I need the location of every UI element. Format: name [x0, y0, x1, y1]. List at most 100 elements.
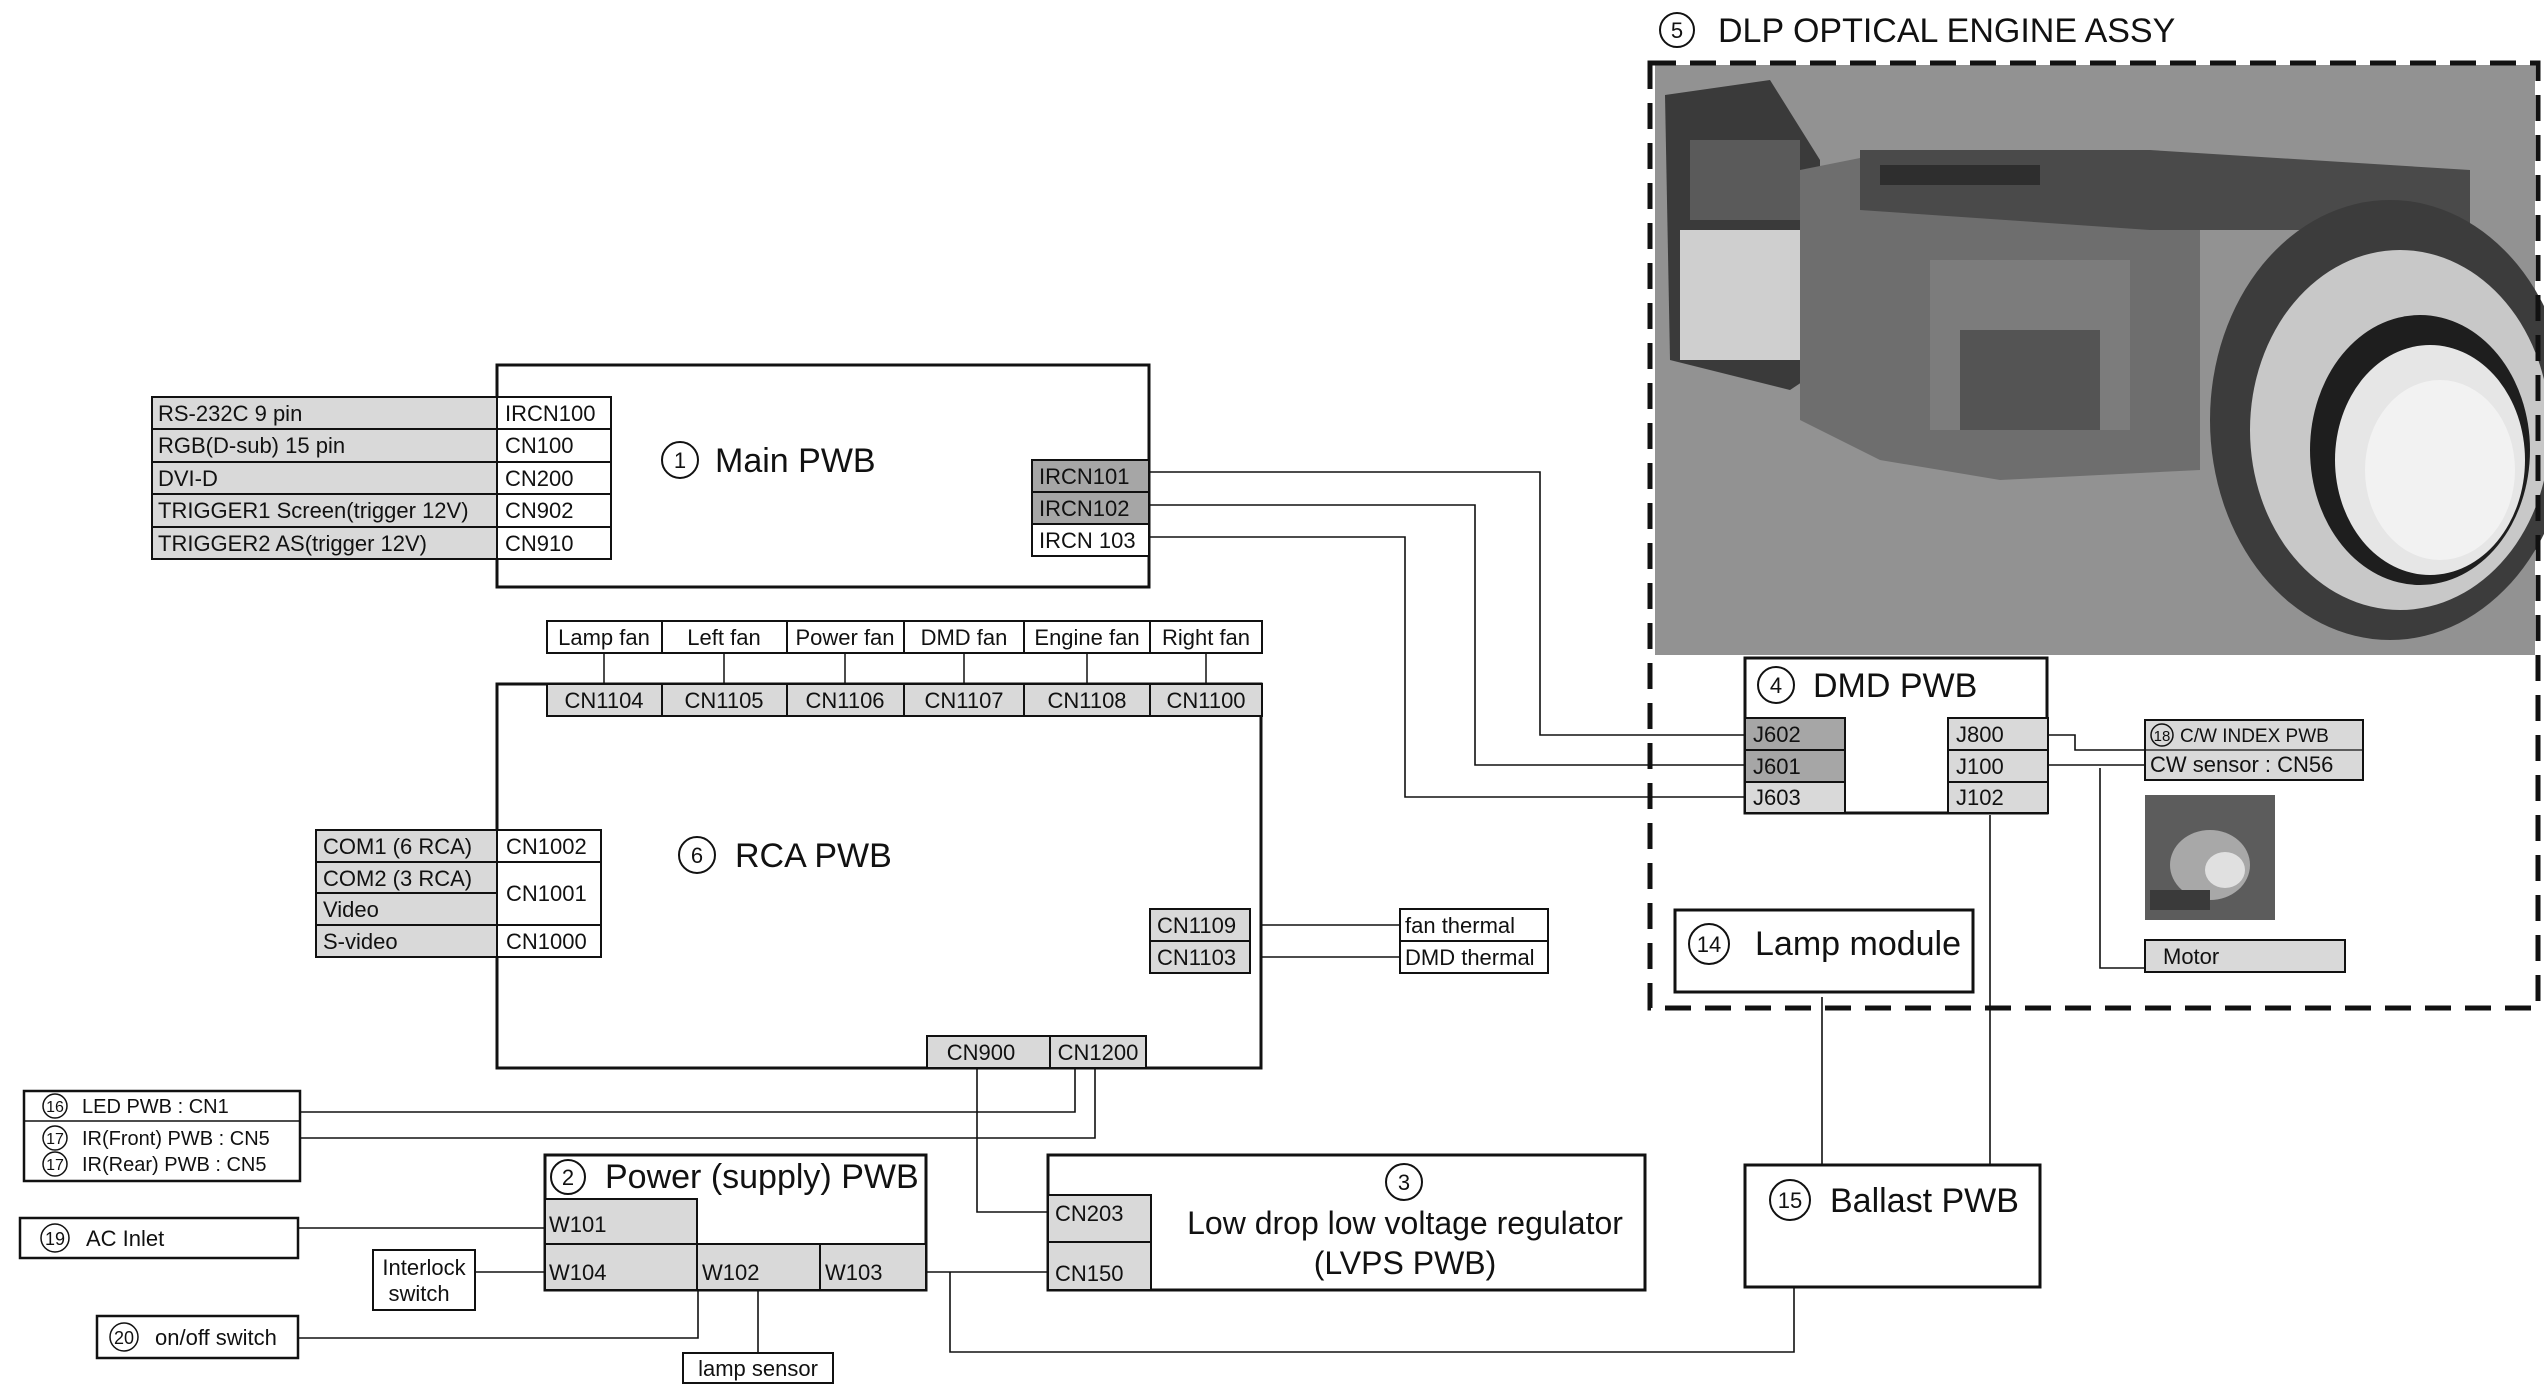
- onoff-label: on/off switch: [155, 1325, 277, 1350]
- ir-rear-label: IR(Rear) PWB : CN5: [82, 1154, 266, 1176]
- connector-label: CN1103: [1157, 945, 1236, 970]
- ballast-title: Ballast PWB: [1830, 1182, 2019, 1220]
- rca-pwb: 6 RCA PWB Lamp fan Left fan Power fan DM…: [316, 621, 1548, 1068]
- led-label: LED PWB : CN1: [82, 1096, 229, 1118]
- fan-label: Left fan: [687, 625, 760, 650]
- ir-front-label: IR(Front) PWB : CN5: [82, 1128, 270, 1150]
- main-pwb-right-cons: IRCN101 IRCN102 IRCN 103: [1032, 460, 1149, 556]
- lvps-pwb: CN203 CN150 3 Low drop low voltage regul…: [1048, 1155, 1645, 1290]
- interlock-line2: switch: [388, 1281, 449, 1306]
- fan-connectors: CN1104 CN1105 CN1106 CN1107 CN1108 CN110…: [547, 684, 1262, 716]
- main-pwb: 1 Main PWB RS-232C 9 pin RGB(D-sub) 15 p…: [152, 365, 1149, 587]
- connector-label: CN150: [1055, 1261, 1123, 1286]
- power-pwb-title: Power (supply) PWB: [605, 1158, 919, 1196]
- thermal-label: fan thermal: [1405, 913, 1515, 938]
- ir-front-num: 17: [46, 1131, 64, 1148]
- connector-label: CN1106: [805, 688, 884, 713]
- fan-label: Power fan: [795, 625, 894, 650]
- motor-label: Motor: [2163, 944, 2219, 969]
- lamp-sensor: lamp sensor: [683, 1353, 833, 1383]
- port-label: TRIGGER2 AS(trigger 12V): [158, 531, 427, 556]
- cw-line1: C/W INDEX PWB: [2180, 726, 2329, 747]
- connector-label: CN100: [505, 433, 573, 458]
- port-label: TRIGGER1 Screen(trigger 12V): [158, 498, 469, 523]
- ac-inlet-label: AC Inlet: [86, 1226, 164, 1251]
- connector-label: CN1104: [564, 688, 643, 713]
- rca-right-cons: CN1109 CN1103 fan thermal DMD thermal: [1150, 909, 1548, 973]
- rca-left-ports: COM1 (6 RCA) COM2 (3 RCA) Video S-video …: [316, 830, 601, 957]
- connector-label: IRCN101: [1039, 464, 1129, 489]
- lvps-line2: (LVPS PWB): [1314, 1245, 1497, 1281]
- ir-rear-num: 17: [46, 1157, 64, 1174]
- rca-pwb-box: [497, 684, 1261, 1068]
- port-label: DVI-D: [158, 466, 218, 491]
- thermal-label: DMD thermal: [1405, 945, 1535, 970]
- main-pwb-num: 1: [674, 448, 686, 473]
- cw-index-pwb: 18 C/W INDEX PWB CW sensor : CN56: [2145, 720, 2363, 780]
- engine-title: 5 DLP OPTICAL ENGINE ASSY: [1660, 12, 2175, 50]
- port-label: COM2 (3 RCA): [323, 866, 472, 891]
- connector-label: CN200: [505, 466, 573, 491]
- connector-label: CN900: [947, 1040, 1015, 1065]
- ac-inlet-num: 19: [45, 1229, 65, 1249]
- lvps-num: 3: [1398, 1170, 1410, 1195]
- ac-inlet: 19 AC Inlet: [20, 1218, 298, 1258]
- power-pwb: 2 Power (supply) PWB W101 W104 W102 W103: [545, 1155, 926, 1290]
- fan-label: DMD fan: [921, 625, 1008, 650]
- lamp-module-title: Lamp module: [1755, 925, 1961, 963]
- dmd-pwb: 4 DMD PWB J602 J601 J603 J800 J100 J102: [1745, 658, 2048, 813]
- port-label: RS-232C 9 pin: [158, 401, 302, 426]
- connector-label: J602: [1753, 722, 1801, 747]
- connector-label: J102: [1956, 785, 2004, 810]
- connector-label: W102: [702, 1260, 759, 1285]
- rca-pwb-num: 6: [691, 843, 703, 868]
- connector-label: CN1107: [924, 688, 1003, 713]
- connector-label: CN203: [1055, 1201, 1123, 1226]
- onoff-switch: 20 on/off switch: [97, 1316, 298, 1358]
- ballast-num: 15: [1778, 1188, 1802, 1213]
- lamp-module: 14 Lamp module: [1675, 910, 1973, 992]
- port-label: COM1 (6 RCA): [323, 834, 472, 859]
- connector-label: J100: [1956, 754, 2004, 779]
- led-ir-box: 16 17 17 LED PWB : CN1 IR(Front) PWB : C…: [24, 1091, 300, 1181]
- connector-label: CN902: [505, 498, 573, 523]
- lamp-sensor-label: lamp sensor: [698, 1356, 818, 1381]
- port-label: RGB(D-sub) 15 pin: [158, 433, 345, 458]
- connector-label: CN1001: [506, 881, 587, 906]
- connector-label: CN1000: [506, 929, 587, 954]
- connector-label: J603: [1753, 785, 1801, 810]
- connector-label: W103: [825, 1260, 882, 1285]
- led-num: 16: [46, 1099, 64, 1116]
- ballast-pwb: 15 Ballast PWB: [1745, 1165, 2040, 1287]
- connector-label: W101: [549, 1212, 606, 1237]
- connector-label: CN1105: [684, 688, 763, 713]
- engine-num: 5: [1671, 18, 1683, 43]
- connector-label: IRCN100: [505, 401, 595, 426]
- connector-label: CN1002: [506, 834, 587, 859]
- connector-label: IRCN102: [1039, 496, 1129, 521]
- connector-label: CN1108: [1047, 688, 1126, 713]
- rca-bottom-cons: CN900 CN1200: [927, 1036, 1146, 1068]
- connector-label: CN1200: [1058, 1040, 1139, 1065]
- dmd-num: 4: [1770, 673, 1782, 698]
- dmd-title: DMD PWB: [1813, 667, 1977, 705]
- onoff-num: 20: [114, 1328, 134, 1348]
- engine-photo: [1655, 65, 2544, 655]
- connector-label: CN1109: [1157, 913, 1236, 938]
- connector-label: J601: [1753, 754, 1801, 779]
- fan-label: Right fan: [1162, 625, 1250, 650]
- rca-pwb-title: RCA PWB: [735, 837, 892, 875]
- connector-label: W104: [549, 1260, 606, 1285]
- motor-photo: [2145, 795, 2275, 920]
- connector-label: CN910: [505, 531, 573, 556]
- main-pwb-left-ports: RS-232C 9 pin RGB(D-sub) 15 pin DVI-D TR…: [152, 397, 611, 559]
- main-pwb-title: Main PWB: [715, 442, 876, 480]
- interlock-switch: Interlock switch: [373, 1250, 475, 1310]
- interlock-line1: Interlock: [382, 1255, 466, 1280]
- engine-title-text: DLP OPTICAL ENGINE ASSY: [1718, 12, 2175, 50]
- fan-labels: Lamp fan Left fan Power fan DMD fan Engi…: [547, 621, 1262, 684]
- port-label: S-video: [323, 929, 398, 954]
- fan-label: Engine fan: [1034, 625, 1139, 650]
- cw-line2: CW sensor : CN56: [2150, 752, 2333, 777]
